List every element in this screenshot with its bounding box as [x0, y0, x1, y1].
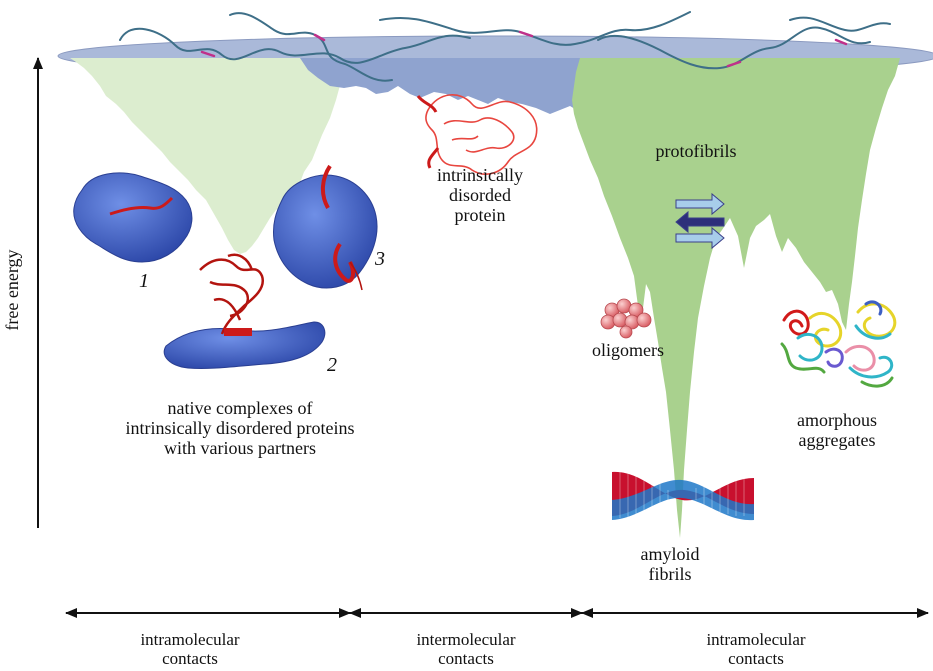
- idp-ribbon-strand: [443, 117, 515, 153]
- idp-ribbon: [416, 94, 538, 175]
- amorphous-aggregates: [780, 300, 897, 388]
- amorphous-aggregates-label: amorphous aggregates: [772, 410, 902, 450]
- bottom-left-line-1: intramolecular: [140, 630, 240, 649]
- oligomer-cluster: [600, 298, 652, 339]
- complex-number-2: 2: [327, 354, 337, 376]
- native-label-line-2: intrinsically disordered proteins: [125, 418, 355, 439]
- idp-label-line-3: protein: [454, 205, 506, 226]
- idp-label: intrinsically disorded protein: [410, 165, 550, 225]
- aggregate-chain: [860, 376, 894, 388]
- fibril-striations: [619, 472, 745, 518]
- oligomer-sphere: [636, 312, 652, 328]
- protofibrils-label: protofibrils: [655, 141, 737, 161]
- amyloid-label-line-1: amyloid: [640, 544, 700, 564]
- complex-3-structure: [273, 164, 378, 291]
- bound-peptide-3: [321, 164, 355, 283]
- aggregate-chain: [796, 332, 824, 362]
- aggregate-chain: [856, 302, 897, 338]
- fibril-striation-lines: [619, 472, 745, 518]
- disordered-chain: [597, 26, 871, 70]
- native-label-line-3: with various partners: [164, 438, 316, 459]
- beta-strand-arrow: [675, 226, 725, 250]
- bound-helix-2: [224, 328, 252, 336]
- beta-strand-arrow: [675, 210, 725, 234]
- disordered-chains: [119, 11, 891, 82]
- disordered-chain: [379, 11, 691, 46]
- amorphous-label-line-2: aggregates: [798, 430, 876, 451]
- aggregate-chain: [848, 355, 894, 379]
- native-funnel: [70, 58, 345, 254]
- aggregate-chain: [808, 312, 843, 348]
- disordered-chain: [789, 16, 891, 32]
- complex-number-1: 1: [139, 270, 149, 292]
- bottom-left-line-2: contacts: [162, 649, 218, 669]
- aggregate-chain: [824, 347, 844, 368]
- aggregate-chain: [854, 324, 892, 340]
- disordered-chain: [200, 30, 848, 68]
- bottom-label-intramolecular-left: intramolecular contacts: [110, 630, 270, 668]
- aggregate-chain: [782, 309, 810, 336]
- idp-label-line-1: intrinsically: [437, 165, 523, 185]
- bottom-label-intramolecular-right: intramolecular contacts: [676, 630, 836, 668]
- amyloid-fibril: [612, 471, 754, 521]
- bottom-middle-line-2: contacts: [438, 649, 494, 669]
- bottom-right-line-2: contacts: [728, 649, 784, 669]
- free-energy-label: free energy: [2, 249, 22, 331]
- amorphous-label-line-1: amorphous: [797, 410, 877, 430]
- bound-loop-3: [349, 261, 363, 291]
- idp-label-line-2: disorded: [449, 185, 511, 206]
- oligomers-label: oligomers: [592, 340, 664, 360]
- idp-ribbon-strand: [425, 94, 538, 175]
- bound-peptide-1: [109, 196, 174, 216]
- complex-2-structure: [163, 253, 326, 370]
- idp-ribbon-strand: [416, 95, 440, 169]
- oligomer-sphere: [619, 325, 633, 339]
- disordered-chain: [119, 27, 471, 64]
- fibril-ribbon-blue: [612, 479, 754, 521]
- bottom-label-intermolecular: intermolecular contacts: [386, 630, 546, 668]
- protein-surface-3: [273, 174, 378, 289]
- aggregate-chain: [780, 342, 826, 374]
- bottom-middle-line-1: intermolecular: [416, 630, 516, 649]
- aggregate-chain: [844, 344, 876, 372]
- bottom-right-line-1: intramolecular: [706, 630, 806, 649]
- aggregation-funnel: [572, 58, 900, 538]
- bound-fold-2: [199, 253, 265, 335]
- native-label-line-1: native complexes of: [167, 398, 313, 418]
- beta-strand-arrow: [675, 192, 725, 216]
- complex-number-3: 3: [375, 248, 385, 270]
- amyloid-label-line-2: fibrils: [648, 564, 692, 585]
- aggregate-chain: [864, 300, 883, 316]
- protofibril-sheet: [675, 192, 725, 250]
- protein-surface-1: [73, 172, 193, 263]
- native-complexes-label: native complexes of intrinsically disord…: [80, 398, 400, 458]
- amyloid-fibrils-label: amyloid fibrils: [620, 544, 720, 584]
- complex-1-structure: [73, 172, 193, 263]
